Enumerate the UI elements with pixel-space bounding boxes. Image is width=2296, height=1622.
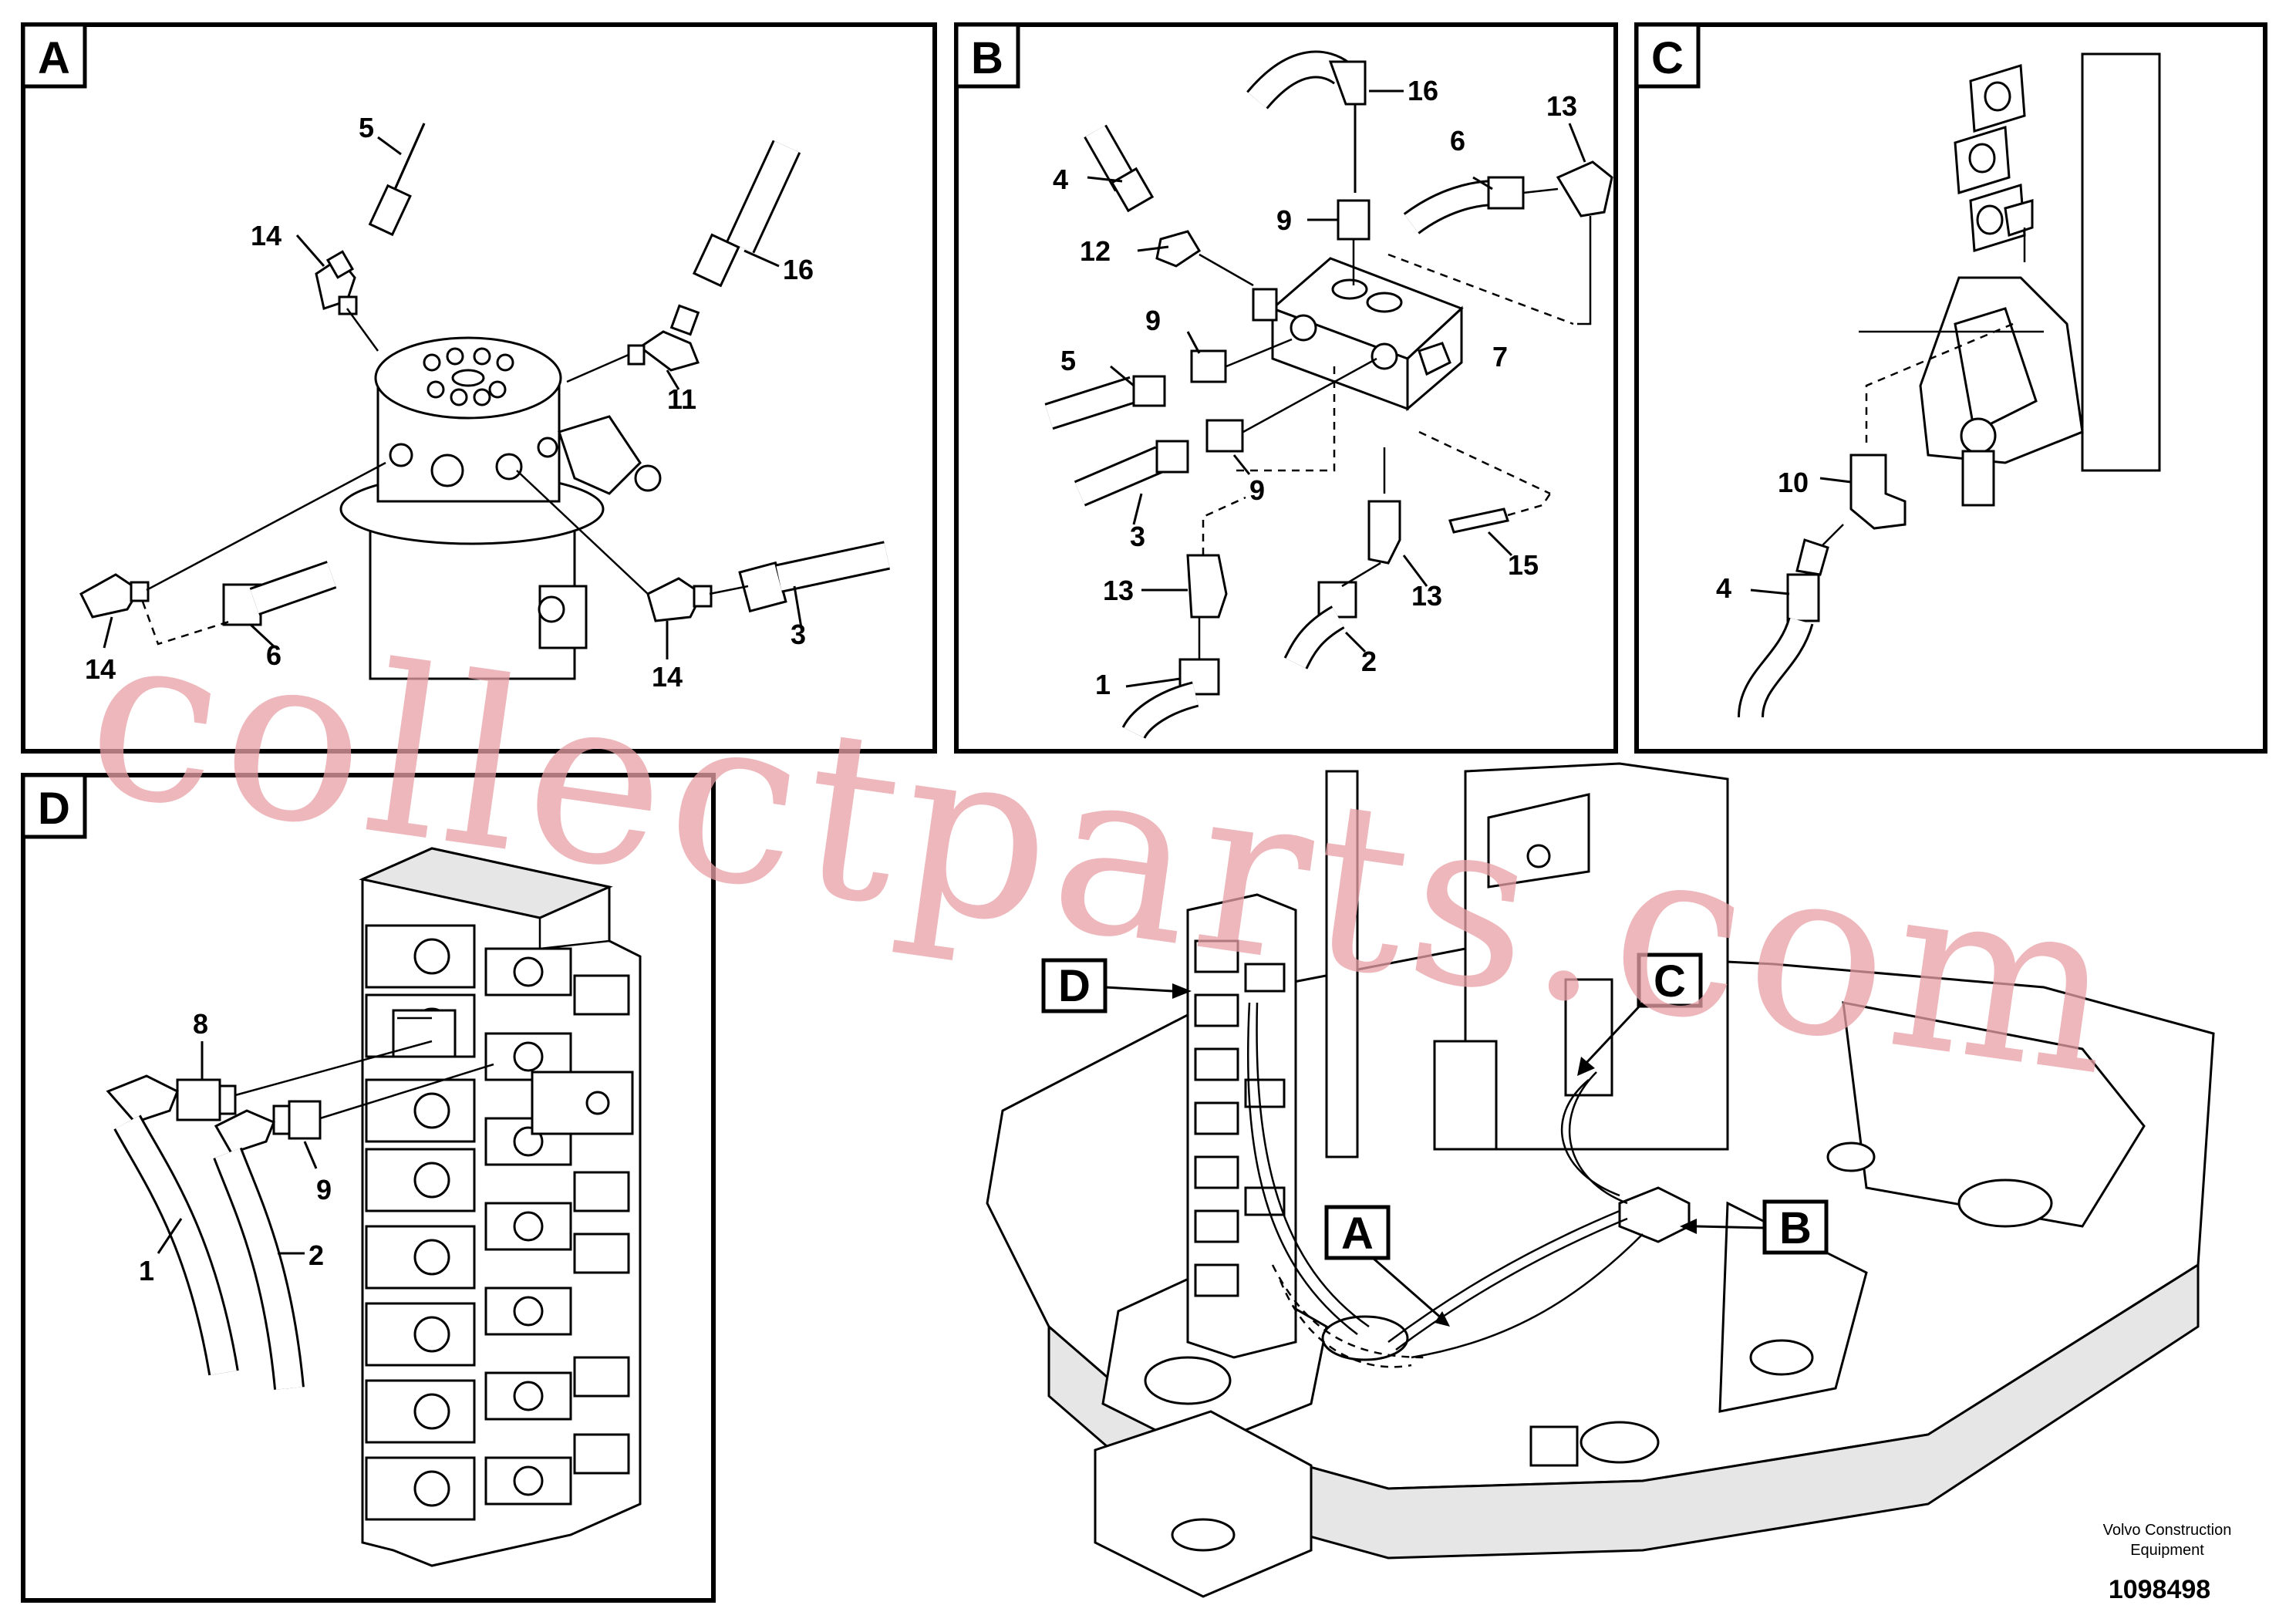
callout-d-2: 2: [308, 1239, 324, 1271]
callout-d-8: 8: [193, 1008, 208, 1040]
callout-b-13-left: 13: [1103, 575, 1134, 606]
svg-text:B: B: [1779, 1203, 1812, 1253]
callout-d-1: 1: [139, 1255, 154, 1286]
nipple-8-d: [176, 1078, 237, 1121]
panel-d: D: [21, 773, 716, 1603]
callout-14-right: 14: [652, 661, 683, 693]
elbow-fitting-14-top: [315, 250, 358, 315]
panel-b: B: [954, 22, 1618, 754]
elbow-13-right: [1367, 500, 1401, 565]
callout-b-9-top: 9: [1276, 204, 1292, 236]
callout-c-10: 10: [1778, 467, 1809, 498]
callout-14-top: 14: [251, 220, 282, 251]
overview-pointer-d: D: [1041, 958, 1192, 1013]
swivel-joint: [339, 336, 662, 680]
callout-b-13-right: 13: [1411, 580, 1442, 612]
callout-b-9-mid: 9: [1145, 305, 1161, 336]
elbow-fitting-14-right: [646, 577, 713, 622]
svg-text:A: A: [1341, 1209, 1374, 1259]
title-block: Volvo Construction Equipment 1098498: [2103, 1522, 2232, 1604]
overview-pointer-a: A: [1324, 1205, 1450, 1327]
callout-b-1: 1: [1095, 669, 1111, 700]
hose-5: [368, 123, 426, 237]
hose-16: [692, 140, 801, 288]
hose-4-b: [1084, 124, 1155, 213]
svg-text:D: D: [1058, 961, 1091, 1011]
tee-fitting-10: [1849, 454, 1907, 530]
valve-block-7: [1252, 257, 1464, 412]
svg-text:C: C: [1654, 956, 1686, 1007]
panel-c-label: C: [1651, 33, 1684, 83]
callout-d-9: 9: [316, 1174, 332, 1206]
hose-1-b: [1121, 658, 1220, 740]
callout-b-15: 15: [1508, 549, 1539, 581]
company-name-line1: Volvo Construction: [2103, 1522, 2232, 1539]
fitting-12: [1155, 230, 1202, 268]
callout-b-4: 4: [1053, 164, 1068, 195]
callout-b-13-top: 13: [1546, 90, 1577, 122]
hose-1-d: [106, 1074, 239, 1376]
upper-frame-overview: [986, 762, 2215, 1598]
screw-15: [1448, 508, 1509, 534]
panel-c: C 10 4: [1634, 22, 2267, 754]
hose-2-b: [1283, 581, 1357, 669]
overview-pointer-b: B: [1680, 1199, 1829, 1255]
overview-pointer-c: C: [1577, 953, 1703, 1076]
panel-a-label: A: [38, 33, 70, 83]
drawing-number: 1098498: [2109, 1575, 2210, 1604]
callout-11: 11: [667, 383, 696, 415]
elbow-13-left: [1186, 554, 1228, 619]
callout-b-7: 7: [1492, 341, 1508, 373]
nipple-9-top: [1337, 199, 1371, 241]
nipple-9-d: [272, 1100, 322, 1140]
callout-b-6: 6: [1450, 125, 1465, 157]
valve-sections: [365, 924, 634, 1521]
callout-c-4: 4: [1716, 572, 1731, 604]
hose-2-d: [213, 1109, 305, 1390]
hose-6-b: [1403, 176, 1525, 234]
hose-3-b: [1074, 419, 1244, 507]
callout-b-9-low: 9: [1249, 474, 1265, 506]
callout-b-2: 2: [1361, 646, 1377, 677]
callout-b-3: 3: [1130, 521, 1145, 552]
hose-16-b: [1246, 50, 1367, 110]
panel-b-label: B: [971, 33, 1003, 83]
callout-14-left: 14: [85, 653, 116, 685]
hose-3: [738, 541, 890, 613]
callout-16: 16: [783, 254, 814, 285]
elbow-13-top: [1556, 160, 1613, 218]
hose-5-b: [1044, 349, 1227, 430]
callout-b-5: 5: [1060, 345, 1076, 376]
panel-a: A: [21, 22, 937, 754]
callout-6: 6: [266, 639, 282, 671]
panel-d-label: D: [38, 784, 70, 834]
hose-6: [222, 561, 337, 626]
callout-b-12: 12: [1080, 235, 1111, 267]
elbow-fitting-14-left: [79, 573, 150, 619]
company-name-line2: Equipment: [2130, 1542, 2204, 1559]
manifold-c: [1919, 52, 2161, 507]
callout-3: 3: [791, 619, 806, 650]
callout-5: 5: [359, 112, 374, 143]
callout-b-16: 16: [1408, 75, 1438, 106]
hose-4-c: [1738, 524, 1844, 719]
